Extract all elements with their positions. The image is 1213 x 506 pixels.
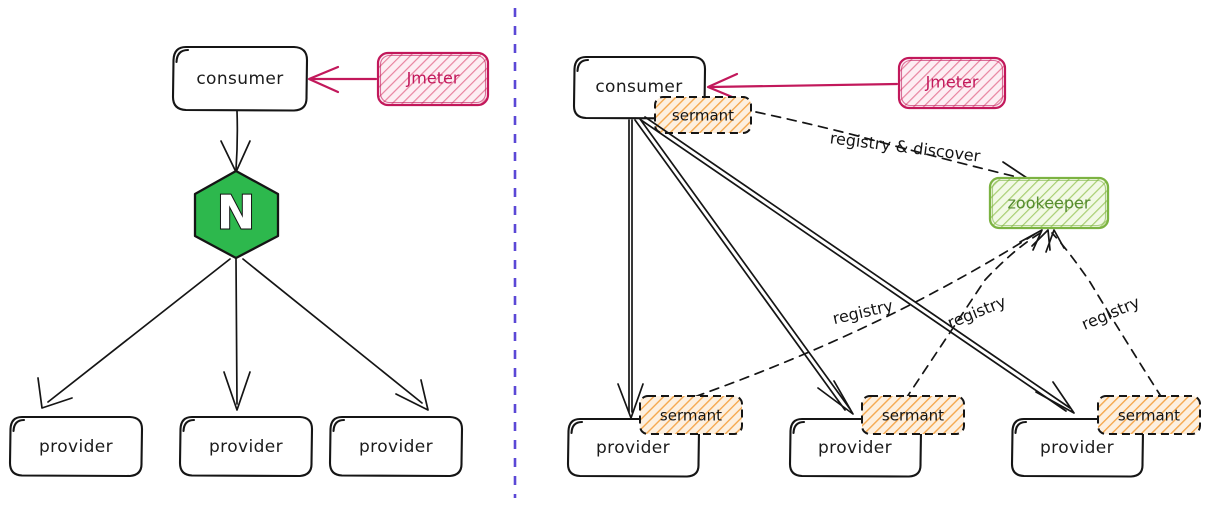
right-provider-sermant-node-1[interactable]: sermant [639,395,743,435]
right-edge-registry-and-discover: registry & discover [755,111,1031,187]
right-provider-node-2[interactable]: provider [788,417,923,478]
right-provider-sermant-node-3[interactable]: sermant [1097,395,1201,435]
left-nginx-node[interactable]: N [193,169,280,260]
left-edge-nginx-to-provider-2 [223,258,251,411]
left-provider-node-1[interactable]: provider [8,415,144,478]
left-provider-label-3: provider [359,437,433,457]
nginx-logo-letter: N [217,186,256,240]
right-edge-consumer-to-provider-2 [634,118,854,415]
left-jmeter-label: Jmeter [406,69,460,88]
right-provider-label-2: provider [818,438,892,458]
right-provider-label-1: provider [596,438,670,458]
left-provider-node-3[interactable]: provider [328,415,464,478]
right-consumer-sermant-node[interactable]: sermant [654,96,752,134]
right-edge-registry-3: registry [1045,229,1163,399]
right-provider-sermant-label-1: sermant [660,407,722,425]
right-zookeeper-node[interactable]: zookeeper [988,176,1110,230]
right-edge-consumer-to-provider-3 [640,116,1075,414]
edge-label-registry-3: registry [1079,292,1143,333]
left-edge-consumer-to-nginx [220,110,251,173]
right-edge-jmeter-to-consumer [706,72,899,101]
left-provider-label-2: provider [209,437,283,457]
edge-label-registry-discover: registry & discover [829,128,982,165]
left-edge-nginx-to-provider-3 [242,258,429,411]
right-provider-sermant-label-3: sermant [1118,407,1180,425]
right-jmeter-label: Jmeter [925,73,979,92]
right-provider-sermant-label-2: sermant [882,407,944,425]
left-provider-node-2[interactable]: provider [178,415,314,478]
left-provider-label-1: provider [39,437,113,457]
left-jmeter-node[interactable]: Jmeter [376,51,490,107]
right-panel: consumer Jmeter sermant registry & disco… [566,55,1201,478]
edge-label-registry-1: registry [831,296,895,328]
left-consumer-node[interactable]: consumer [171,45,309,112]
left-edge-nginx-to-provider-1 [37,258,231,409]
edge-label-registry-2: registry [945,292,1009,333]
right-edge-consumer-to-provider-1 [617,119,644,419]
right-jmeter-node[interactable]: Jmeter [897,56,1007,110]
right-consumer-sermant-label: sermant [672,107,734,125]
left-edge-jmeter-to-consumer [307,65,378,94]
left-consumer-label: consumer [196,69,283,89]
right-consumer-label: consumer [595,77,682,97]
left-panel: consumer Jmeter N [8,45,490,478]
right-zookeeper-label: zookeeper [1008,194,1091,213]
right-provider-label-3: provider [1040,438,1114,458]
right-provider-sermant-node-2[interactable]: sermant [861,395,965,435]
